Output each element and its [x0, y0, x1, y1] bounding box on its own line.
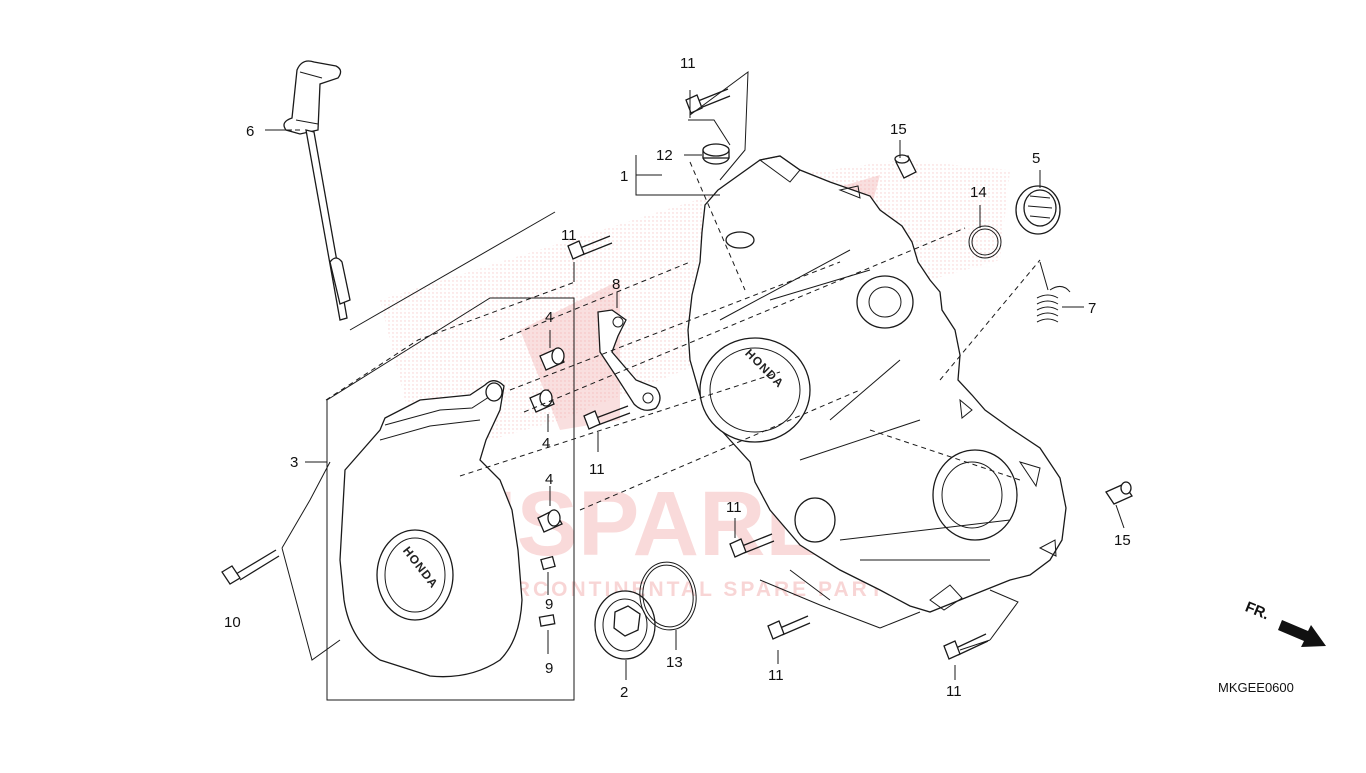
callout-11-top: 11: [680, 55, 696, 72]
callout-11-left-lower: 11: [589, 461, 605, 478]
watermark-tagline: INTERCONTINENTAL SPARE PARTS: [455, 578, 903, 601]
part-11-bolt-top[interactable]: [685, 88, 731, 114]
part-1-crankcase-cover[interactable]: HONDA: [687, 155, 1067, 613]
leader-lines: [265, 70, 1125, 701]
part-4-collar-c[interactable]: [537, 509, 563, 533]
part-13-o-ring[interactable]: [636, 558, 701, 633]
callout-2: 2: [620, 684, 628, 701]
part-15-dowel-pin-b[interactable]: [1105, 481, 1133, 505]
part-7-spring[interactable]: [1036, 286, 1071, 323]
part-4-collar-b[interactable]: [529, 389, 555, 413]
callout-1: 1: [620, 168, 628, 185]
part-5-filler-cap[interactable]: [1015, 185, 1061, 235]
callout-5: 5: [1032, 150, 1040, 167]
part-3-outer-cover[interactable]: HONDA: [339, 380, 523, 678]
callout-11-bottom-right: 11: [946, 683, 962, 700]
front-marker-label: FR.: [1243, 599, 1272, 624]
part-14-o-ring[interactable]: [968, 225, 1002, 259]
part-10-bolt[interactable]: [221, 549, 280, 585]
part-2-plug[interactable]: [594, 590, 656, 660]
callout-8: 8: [612, 276, 620, 293]
part-9-pin-b[interactable]: [538, 614, 556, 627]
part-11-bolt-bottom-right[interactable]: [943, 633, 989, 660]
part-15-dowel-pin[interactable]: [894, 154, 917, 179]
callout-11-left-upper: 11: [561, 227, 577, 244]
callout-13: 13: [666, 654, 683, 671]
callout-11-mid: 11: [726, 499, 742, 516]
callout-15-b: 15: [1114, 532, 1131, 549]
part-4-collar[interactable]: [539, 347, 565, 371]
callout-4: 4: [545, 309, 553, 326]
part-11-bolt-bottom-left[interactable]: [767, 615, 811, 640]
part-9-pin[interactable]: [540, 555, 556, 571]
callout-12: 12: [656, 147, 673, 164]
front-direction-marker: FR.: [1243, 599, 1326, 647]
callout-4-c: 4: [545, 471, 553, 488]
part-11-bolt-mid[interactable]: [729, 533, 775, 558]
part-11-bolt-left-lower[interactable]: [583, 405, 631, 430]
callout-7: 7: [1088, 300, 1096, 317]
diagram-code: MKGEE0600: [1218, 680, 1294, 695]
callout-4-b: 4: [542, 435, 550, 452]
part-6-shift-rod[interactable]: [283, 60, 351, 321]
part-8-bracket[interactable]: [597, 309, 661, 411]
callout-9: 9: [545, 596, 553, 613]
front-arrow-icon: [1278, 620, 1326, 647]
part-11-bolt-left-upper[interactable]: [567, 235, 613, 260]
callout-14: 14: [970, 184, 987, 201]
callout-11-bottom-left: 11: [768, 667, 784, 684]
callout-15: 15: [890, 121, 907, 138]
callout-3: 3: [290, 454, 298, 471]
callout-6: 6: [246, 123, 254, 140]
part-12-seal[interactable]: [702, 143, 730, 165]
callout-9-b: 9: [545, 660, 553, 677]
callout-10: 10: [224, 614, 241, 631]
